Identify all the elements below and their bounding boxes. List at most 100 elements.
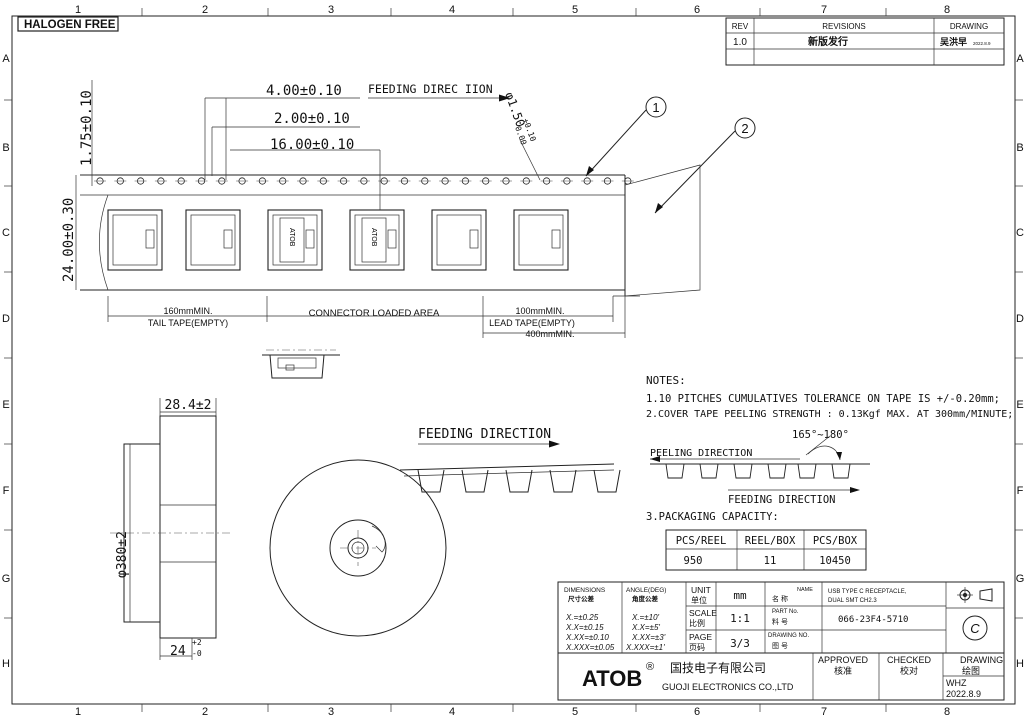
- notes-section: NOTES: 1.10 PITCHES CUMULATIVES TOLERANC…: [646, 374, 1013, 523]
- row-marker-g-left: G: [2, 573, 11, 585]
- row-marker-a-right: A: [1016, 53, 1024, 65]
- hub-width-dim: 24: [170, 644, 186, 659]
- tol-xx: X.X=±0.15: [565, 623, 604, 632]
- row-marker-a-left: A: [2, 53, 10, 65]
- halogen-free-box: [17, 16, 119, 32]
- revision-date: 2022.8.9: [973, 41, 991, 46]
- checked-label: CHECKED: [887, 655, 932, 665]
- row-marker-f-right: F: [1017, 485, 1024, 497]
- lead-total-label: 400mmMIN.: [525, 329, 574, 339]
- dimensions-label: DIMENSIONS: [564, 587, 606, 594]
- reel-tape-pocket: [417, 469, 445, 493]
- ang-xxxx: X.XXX=±1': [625, 643, 665, 652]
- unit-label: UNIT: [691, 585, 711, 595]
- copyright-icon: [962, 615, 988, 641]
- tape-section-view: [262, 349, 340, 379]
- company-name-cn: 国技电子有限公司: [670, 661, 766, 675]
- drawing-cn: 绘图: [962, 665, 980, 676]
- connector-loaded-label: CONNECTOR LOADED AREA: [309, 308, 440, 319]
- lead-tape-label: LEAD TAPE(EMPTY): [489, 318, 575, 328]
- drawing-header: DRAWING: [950, 22, 988, 31]
- tol-x: X.=±0.25: [565, 613, 599, 622]
- row-marker-h-left: H: [2, 658, 10, 670]
- note-1: 1.10 PITCHES CUMULATIVES TOLERANCE ON TA…: [646, 393, 1000, 405]
- name-value-line2: DUAL SMT CH2.3: [828, 598, 877, 604]
- drawing-no-cn: 图 号: [772, 642, 788, 650]
- tol-xxxx: X.XXX=±0.05: [565, 643, 615, 652]
- drawer-name: WHZ: [946, 678, 967, 688]
- revision-drawer: 吴洪早: [940, 36, 967, 47]
- border-ticks: [4, 8, 1023, 712]
- col-marker-8-top: 8: [944, 4, 950, 16]
- revisions-header: REVISIONS: [822, 22, 866, 31]
- name-value-line1: USB TYPE C RECEPTACLE,: [828, 589, 907, 595]
- col-marker-5-top: 5: [572, 4, 578, 16]
- capacity-pcs-box: 10450: [819, 555, 851, 567]
- col-marker-2-top: 2: [202, 4, 208, 16]
- capacity-header-pcs-reel: PCS/REEL: [676, 535, 727, 547]
- capacity-pcs-reel: 950: [684, 555, 703, 567]
- checked-cn: 校对: [900, 665, 918, 676]
- reel-width-dim: 28.4±2: [165, 398, 212, 413]
- col-marker-7-bottom: 7: [821, 706, 827, 718]
- col-marker-2-bottom: 2: [202, 706, 208, 718]
- col-marker-4-bottom: 4: [449, 706, 455, 718]
- callout-1-circle: [645, 96, 667, 118]
- name-label: NAME: [797, 587, 813, 593]
- row-marker-c-left: C: [2, 227, 10, 239]
- tape-pocket: ATOB: [267, 209, 323, 271]
- company-reg-mark: ®: [646, 661, 654, 673]
- column-markers: 1 2 3 4 5 6 7 8 1 2 3 4 5 6 7 8: [75, 4, 950, 718]
- name-cn: 名 称: [772, 594, 788, 603]
- tape-pocket: [431, 209, 487, 271]
- reel-diameter-dim: φ380±2: [115, 531, 130, 578]
- notes-tape-pocket: [831, 463, 851, 479]
- tail-min-label: 160mmMIN.: [163, 306, 212, 316]
- tape-pocket: [107, 209, 163, 271]
- tape-pocket: [185, 209, 241, 271]
- hub-width-tol-minus: -0: [192, 649, 202, 658]
- scale-label: SCALE: [689, 608, 717, 618]
- note-2: 2.COVER TAPE PEELING STRENGTH : 0.13Kgf …: [646, 409, 1013, 420]
- row-marker-b-right: B: [1016, 142, 1023, 154]
- sprocket-holes: [94, 177, 634, 185]
- ang-xxx: X.XX=±3': [631, 633, 666, 642]
- notes-tape-pocket: [733, 463, 753, 479]
- scale-cn: 比例: [689, 618, 705, 628]
- lead-min-label: 100mmMIN.: [515, 306, 564, 316]
- drawing-date: 2022.8.9: [946, 689, 981, 699]
- row-marker-e-left: E: [2, 399, 9, 411]
- row-marker-b-left: B: [2, 142, 9, 154]
- dim-edge-to-hole: 1.75±0.10: [79, 90, 95, 166]
- callout-2-circle: [734, 117, 756, 139]
- col-marker-4-top: 4: [449, 4, 455, 16]
- reel-side-view: 28.4±2 φ380±2 24 +2 -0: [110, 398, 232, 660]
- approved-label: APPROVED: [818, 655, 869, 665]
- rev-header: REV: [732, 22, 749, 31]
- capacity-table: PCS/REEL REEL/BOX PCS/BOX 950 11 10450: [665, 529, 867, 571]
- drawing-no-label: DRAWING NO.: [768, 633, 809, 639]
- col-marker-1-top: 1: [75, 4, 81, 16]
- notes-tape-pocket: [665, 463, 685, 479]
- reel-tape-pocket: [505, 469, 533, 493]
- col-marker-7-top: 7: [821, 4, 827, 16]
- scale-value: 1:1: [730, 612, 750, 625]
- peel-angle: 165°~180°: [792, 429, 849, 441]
- tail-tape-label: TAIL TAPE(EMPTY): [148, 318, 228, 328]
- angle-cn: 角度公差: [632, 594, 659, 603]
- col-marker-3-top: 3: [328, 4, 334, 16]
- angle-label: ANGLE(DEG): [626, 587, 666, 594]
- page-value: 3/3: [730, 637, 750, 650]
- projection-symbol-icon: [957, 587, 993, 603]
- reel-tape-pocket: [593, 469, 621, 493]
- row-marker-g-right: G: [1016, 573, 1025, 585]
- reel-tape-pocket: [461, 469, 489, 493]
- ang-xx: X.X=±5': [631, 623, 660, 632]
- capacity-header-reel-box: REEL/BOX: [745, 535, 796, 547]
- callout-2: 2: [741, 121, 748, 136]
- notes-tape-pocket: [767, 463, 787, 479]
- col-marker-1-bottom: 1: [75, 706, 81, 718]
- row-marker-f-left: F: [3, 485, 10, 497]
